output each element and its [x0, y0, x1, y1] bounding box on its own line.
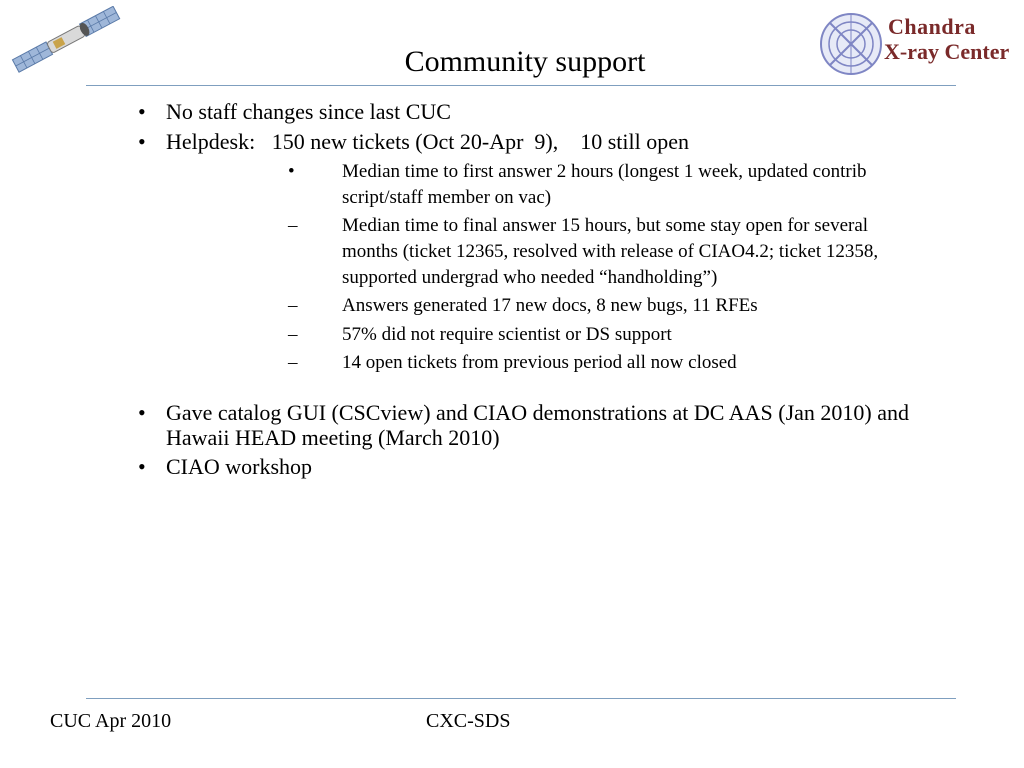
sub-bullet-mark: –	[288, 352, 298, 373]
logo-text-chandra: Chandra	[888, 14, 976, 39]
bullet-mark: •	[138, 99, 146, 124]
sub-bullet-mark: –	[288, 295, 298, 316]
bullet-mark: •	[138, 400, 146, 425]
sub-bullet-text: Median time to final answer 15 hours, bu…	[342, 215, 879, 288]
bullet-text: Gave catalog GUI (CSCview) and CIAO demo…	[166, 400, 909, 450]
chandra-satellite-icon	[11, 6, 121, 73]
chandra-emblem-icon	[820, 13, 882, 75]
slide-title: Community support	[404, 45, 646, 78]
footer-left: CUC Apr 2010	[50, 710, 172, 732]
bullet-mark: •	[138, 129, 146, 154]
sub-bullet-text: Answers generated 17 new docs, 8 new bug…	[342, 295, 758, 316]
bullet-text: No staff changes since last CUC	[166, 99, 451, 124]
sub-bullet-mark: –	[288, 215, 298, 236]
header-divider	[86, 85, 956, 86]
chandra-logo: Chandra X-ray Center	[818, 6, 1022, 82]
footer-divider	[86, 698, 956, 699]
bullet-text: CIAO workshop	[166, 454, 313, 479]
sub-bullet-mark: –	[288, 324, 298, 345]
bullet-text: Helpdesk: 150 new tickets (Oct 20-Apr 9)…	[166, 129, 690, 154]
sub-bullet-text: Median time to first answer 2 hours (lon…	[342, 161, 867, 208]
bullet-mark: •	[138, 454, 146, 479]
sub-bullet-text: 14 open tickets from previous period all…	[342, 352, 737, 373]
sub-bullet-mark: •	[288, 161, 295, 182]
footer-center: CXC-SDS	[426, 710, 511, 732]
sub-bullet-text: 57% did not require scientist or DS supp…	[342, 324, 672, 345]
logo-text-xray-center: X-ray Center	[884, 39, 1010, 64]
